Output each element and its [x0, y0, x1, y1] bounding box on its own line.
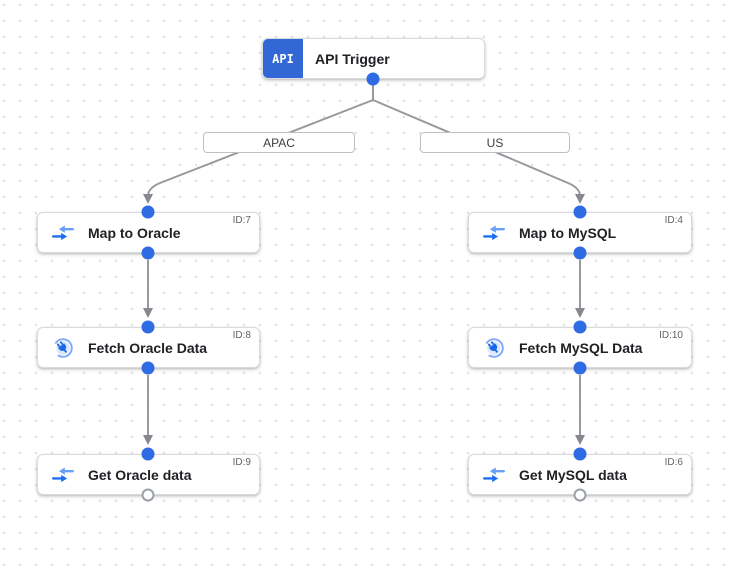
port-get-mysql-terminal[interactable] [573, 488, 587, 502]
data-mapping-icon [50, 463, 76, 487]
connector-icon [481, 336, 507, 360]
task-node-get-oracle-data[interactable]: Get Oracle data ID:9 [37, 454, 260, 495]
edge-label-text: APAC [263, 135, 295, 150]
port-get-oracle-in[interactable] [141, 447, 155, 461]
task-node-fetch-mysql-data[interactable]: Fetch MySQL Data ID:10 [468, 327, 692, 368]
task-title: Fetch Oracle Data [88, 339, 208, 356]
task-title: Map to MySQL [519, 224, 617, 241]
task-node-fetch-oracle-data[interactable]: Fetch Oracle Data ID:8 [37, 327, 260, 368]
trigger-node-api-trigger[interactable]: API API Trigger [262, 38, 485, 79]
task-id-label: ID:9 [232, 457, 251, 468]
port-fetch-oracle-in[interactable] [141, 320, 155, 334]
edge-label-apac[interactable]: APAC [203, 132, 355, 153]
port-map-oracle-out[interactable] [141, 246, 155, 260]
edge-trigger-to-apac [143, 99, 374, 204]
task-id-label: ID:6 [664, 457, 683, 468]
edge-trigger-to-us [372, 99, 585, 204]
port-map-mysql-in[interactable] [573, 205, 587, 219]
port-get-oracle-terminal[interactable] [141, 488, 155, 502]
port-get-mysql-in[interactable] [573, 447, 587, 461]
port-fetch-mysql-out[interactable] [573, 361, 587, 375]
data-mapping-icon [50, 221, 76, 245]
task-id-label: ID:7 [232, 215, 251, 226]
api-badge-icon: API [263, 39, 303, 78]
port-fetch-mysql-in[interactable] [573, 320, 587, 334]
data-mapping-icon [481, 463, 507, 487]
task-title: Map to Oracle [88, 224, 181, 241]
task-node-map-to-mysql[interactable]: Map to MySQL ID:4 [468, 212, 692, 253]
edge-label-text: US [486, 135, 504, 150]
task-title: Get Oracle data [88, 466, 192, 483]
port-trigger-out[interactable] [366, 72, 380, 86]
task-title: Fetch MySQL Data [519, 339, 643, 356]
task-id-label: ID:10 [659, 330, 683, 341]
data-mapping-icon [481, 221, 507, 245]
task-id-label: ID:4 [664, 215, 683, 226]
task-title: Get MySQL data [519, 466, 627, 483]
connector-icon [50, 336, 76, 360]
task-node-get-mysql-data[interactable]: Get MySQL data ID:6 [468, 454, 692, 495]
task-id-label: ID:8 [232, 330, 251, 341]
port-map-mysql-out[interactable] [573, 246, 587, 260]
port-map-oracle-in[interactable] [141, 205, 155, 219]
edge-label-us[interactable]: US [420, 132, 570, 153]
trigger-title: API Trigger [315, 50, 390, 67]
port-fetch-oracle-out[interactable] [141, 361, 155, 375]
